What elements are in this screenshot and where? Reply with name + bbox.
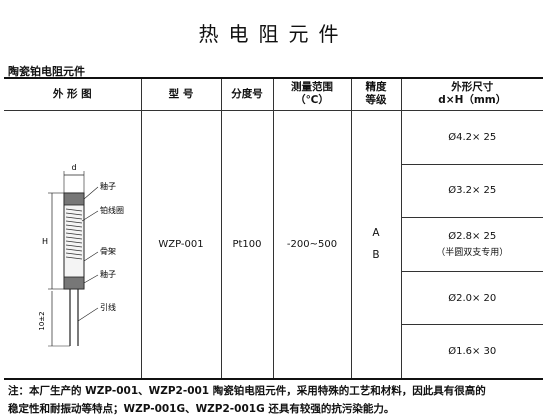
size-value: Ø1.6× 30 — [448, 346, 497, 358]
size-note: （半圆双支专用） — [436, 247, 509, 258]
element-diagram: d — [38, 163, 124, 347]
lead-length-label: 10±2 — [38, 311, 46, 330]
callout-line-coil — [81, 210, 99, 222]
header-diagram: 外 形 图 — [4, 76, 142, 111]
footnote-line2: 稳定性和耐振动等特点；WZP-001G、WZP2-001G 还具有较强的抗污染能… — [8, 403, 395, 415]
footnote: 注：本厂生产的 WZP-001、WZP2-001 陶瓷铂电阻元件，采用特殊的工艺… — [8, 382, 540, 418]
grade-b: B — [372, 249, 380, 262]
size-value: Ø2.0× 20 — [448, 292, 497, 304]
graduation-cell: Pt100 — [220, 109, 274, 380]
label-glaze-bottom: 釉子 — [100, 269, 116, 279]
size-cell-2: Ø3.2× 25 — [401, 163, 543, 219]
callout-line-lead — [77, 307, 99, 322]
callout-line-skeleton — [83, 251, 99, 262]
page-title: 热电阻元件 — [198, 22, 349, 46]
label-lead-wire: 引线 — [100, 302, 116, 312]
size-cell-4: Ø2.0× 20 — [401, 270, 543, 326]
element-diagram-cell: d — [4, 109, 142, 380]
size-value: Ø4.2× 25 — [448, 131, 497, 143]
callout-line-glaze-bottom — [83, 274, 99, 284]
header-model: 型 号 — [140, 76, 222, 111]
header-range-line1: 测量范围 — [291, 81, 333, 94]
spec-table: 外 形 图 型 号 分度号 测量范围 （℃） 精度 等级 外形尺寸 d×H（mm… — [4, 76, 543, 381]
platinum-coil — [65, 208, 83, 260]
header-size: 外形尺寸 d×H（mm） — [400, 76, 543, 111]
d-label: d — [71, 163, 76, 172]
header-graduation: 分度号 — [220, 76, 274, 111]
model-cell: WZP-001 — [140, 109, 222, 380]
header-accuracy-line1: 精度 — [365, 81, 387, 94]
top-glaze — [63, 192, 85, 206]
label-platinum-coil: 铂线圈 — [100, 205, 124, 215]
header-accuracy: 精度 等级 — [350, 76, 402, 111]
section-title: 陶瓷铂电阻元件 — [8, 65, 85, 78]
bottom-glaze — [63, 276, 85, 290]
footnote-line1: 注：本厂生产的 WZP-001、WZP2-001 陶瓷铂电阻元件，采用特殊的工艺… — [8, 385, 486, 397]
header-accuracy-line2: 等级 — [365, 94, 387, 107]
size-value: Ø3.2× 25 — [448, 185, 497, 197]
header-size-line1: 外形尺寸 — [451, 81, 494, 94]
range-cell: -200~500 — [272, 109, 352, 380]
header-size-line2: d×H（mm） — [438, 94, 507, 107]
callout-line-glaze-top — [83, 186, 99, 200]
grade-a: A — [372, 227, 380, 240]
label-skeleton: 骨架 — [100, 247, 116, 256]
header-range: 测量范围 （℃） — [272, 76, 352, 111]
size-cell-3: Ø2.8× 25 （半圆双支专用） — [401, 217, 543, 272]
size-cell-1: Ø4.2× 25 — [400, 109, 543, 165]
size-value: Ø2.8× 25 — [448, 230, 497, 242]
h-label: H — [42, 237, 48, 246]
header-range-line2: （℃） — [295, 94, 329, 107]
accuracy-cell: A B — [350, 109, 402, 380]
size-cell-5: Ø1.6× 30 — [401, 324, 543, 381]
label-glaze-top: 釉子 — [100, 181, 116, 191]
